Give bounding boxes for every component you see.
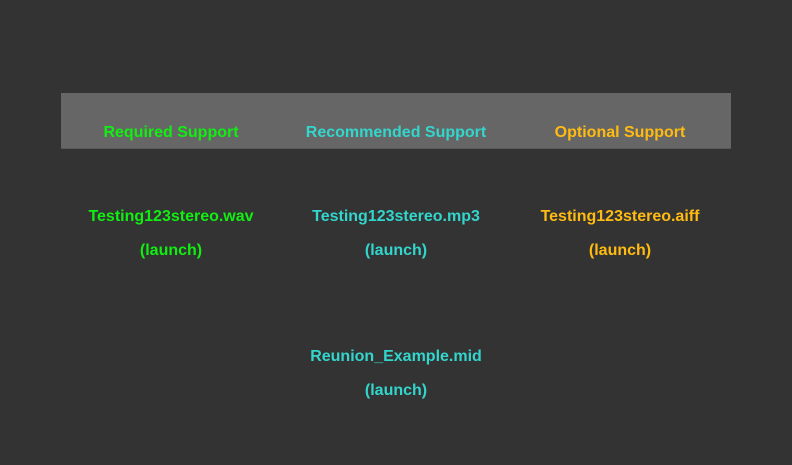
file-name-mp3: Testing123stereo.mp3 [312, 208, 480, 225]
launch-mid-link[interactable]: (launch) [364, 382, 428, 399]
launch-wav-link[interactable]: (launch) [139, 242, 203, 259]
support-header-bar [61, 93, 731, 149]
file-name-mid: Reunion_Example.mid [310, 348, 482, 365]
launch-mp3-link[interactable]: (launch) [364, 242, 428, 259]
header-optional-support: Optional Support [554, 124, 686, 141]
header-recommended-support: Recommended Support [305, 124, 487, 141]
launch-aiff-link[interactable]: (launch) [588, 242, 652, 259]
file-name-wav: Testing123stereo.wav [88, 208, 254, 225]
file-name-aiff: Testing123stereo.aiff [540, 208, 700, 225]
header-required-support: Required Support [103, 124, 239, 141]
